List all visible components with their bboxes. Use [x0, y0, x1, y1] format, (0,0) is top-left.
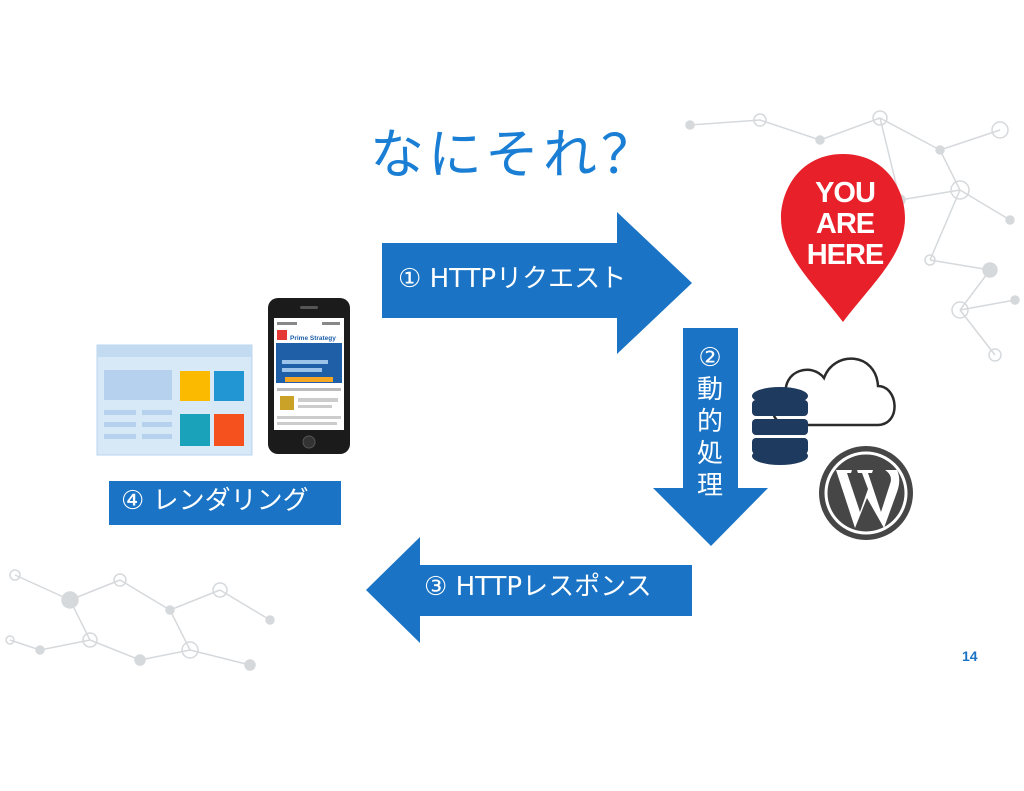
network-pattern-bottom-left [5, 569, 275, 671]
request-arrow [382, 212, 692, 354]
phone-brand-text: Prime Strategy [290, 335, 336, 342]
pin-text-here: HERE [807, 239, 884, 271]
pin-text-are: ARE [816, 208, 875, 240]
browser-window-icon [96, 344, 253, 456]
smartphone-icon [268, 298, 350, 454]
step2-char: 動 [696, 375, 723, 405]
step4-label: ④ レンダリング [121, 486, 309, 516]
rendering-box [109, 481, 341, 525]
database-icon [752, 387, 808, 465]
location-pin-icon [781, 154, 905, 322]
step3-label: ③ HTTPレスポンス [424, 572, 652, 602]
step2-char: ② [698, 343, 722, 373]
processing-arrow [653, 328, 768, 546]
page-number: 14 [962, 648, 978, 664]
slide-title: なにそれ？ [370, 123, 659, 186]
step2-label: ② 動 的 処 理 [690, 342, 730, 502]
response-arrow [366, 537, 692, 643]
step1-label: ① HTTPリクエスト [398, 264, 627, 294]
step2-char: 処 [696, 439, 723, 469]
pin-text-you: YOU [815, 177, 875, 209]
wordpress-logo-icon [819, 446, 913, 540]
step2-char: 理 [696, 471, 723, 501]
step2-char: 的 [696, 407, 723, 437]
